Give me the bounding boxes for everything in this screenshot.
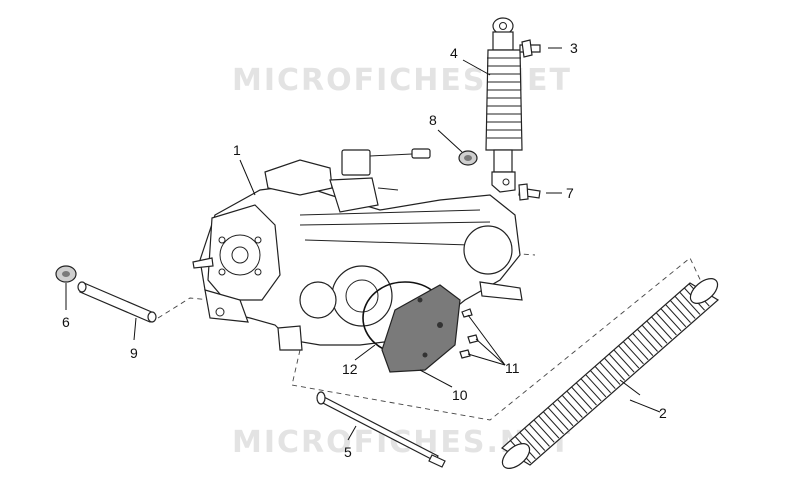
rubber-bushing-8 <box>458 150 478 166</box>
engine-assembly <box>192 148 523 351</box>
clutch-cover <box>381 284 461 373</box>
long-mounting-bolt <box>316 391 446 468</box>
callout-8: 8 <box>429 112 437 128</box>
callout-2: 2 <box>659 405 667 421</box>
rear-shock-absorber <box>485 17 523 193</box>
callout-6: 6 <box>62 314 70 330</box>
callout-labels: 1 2 3 4 5 6 7 8 9 10 11 12 <box>62 40 667 460</box>
callout-11: 11 <box>505 360 520 376</box>
upper-shock-bolt <box>519 39 541 58</box>
rubber-bushing-6 <box>55 265 77 283</box>
callout-10: 10 <box>452 387 468 403</box>
callout-9: 9 <box>130 345 138 361</box>
spacer-tube <box>77 281 157 323</box>
lower-shock-bolt <box>518 183 541 201</box>
corrugated-air-duct <box>500 278 720 469</box>
callout-7: 7 <box>566 185 574 201</box>
callout-1: 1 <box>233 142 241 158</box>
callout-3: 3 <box>570 40 578 56</box>
callout-5: 5 <box>344 444 352 460</box>
callout-12: 12 <box>342 361 358 377</box>
leader-lines <box>65 47 661 441</box>
callout-4: 4 <box>450 45 458 61</box>
